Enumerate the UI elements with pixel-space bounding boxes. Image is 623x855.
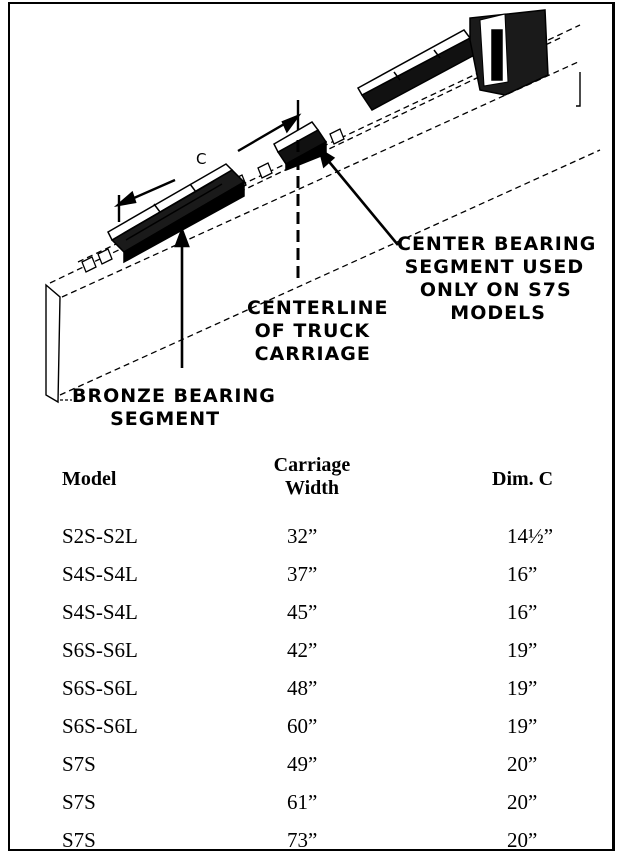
carriage-body [469,9,549,96]
rail-roller [81,256,97,273]
row-model: S7S [62,790,96,814]
row-model: S6S-S6L [62,638,138,662]
bronze-bearing-block [107,163,246,264]
row-model: S7S [62,752,96,776]
row-dim-c: 19” [507,676,538,700]
row-model: S6S-S6L [62,676,138,700]
row-dim-c: 19” [507,714,538,738]
row-dim-c: 20” [507,752,538,776]
bronze-bearing-callout: BRONZE BEARING SEGMENT [72,385,276,430]
centerline-callout: CENTERLINE OF TRUCK CARRIAGE [247,297,389,365]
rail-end-right [576,72,581,107]
row-width: 42” [287,638,318,662]
rail-end-left [45,283,61,404]
row-dim-c: 16” [507,562,538,586]
row-dim-c: 19” [507,638,538,662]
row-model: S4S-S4L [62,600,138,624]
center-bearing-callout: CENTER BEARING SEGMENT USED ONLY ON S7S … [397,233,597,324]
row-width: 49” [287,752,318,776]
row-dim-c: 16” [507,600,538,624]
right-bearing-block [356,29,482,111]
row-width: 37” [287,562,318,586]
rail-roller [329,128,345,145]
rail-outline-bottom [59,149,601,396]
row-model: S7S [62,828,96,852]
dimension-c-label: C [196,150,207,168]
row-width: 73” [287,828,318,852]
bearing-diagram [45,9,601,404]
row-dim-c: 20” [507,790,538,814]
row-dim-c: 20” [507,828,538,852]
center-bearing-block [273,121,328,172]
center-bearing-leader [324,157,400,246]
row-width: 61” [287,790,318,814]
row-width: 32” [287,524,318,548]
row-model: S4S-S4L [62,562,138,586]
rail-roller [97,248,113,265]
row-model: S6S-S6L [62,714,138,738]
rail-roller [257,162,273,179]
row-width: 60” [287,714,318,738]
row-width: 45” [287,600,318,624]
header-carriage-width: Carriage Width [273,454,351,499]
row-width: 48” [287,676,318,700]
header-model: Model [62,468,117,490]
row-model: S2S-S2L [62,524,138,548]
rail-outline-front [61,61,579,298]
row-dim-c: 14½” [507,524,554,548]
header-dim-c: Dim. C [492,468,554,490]
dimension-c-arrow [113,100,302,222]
